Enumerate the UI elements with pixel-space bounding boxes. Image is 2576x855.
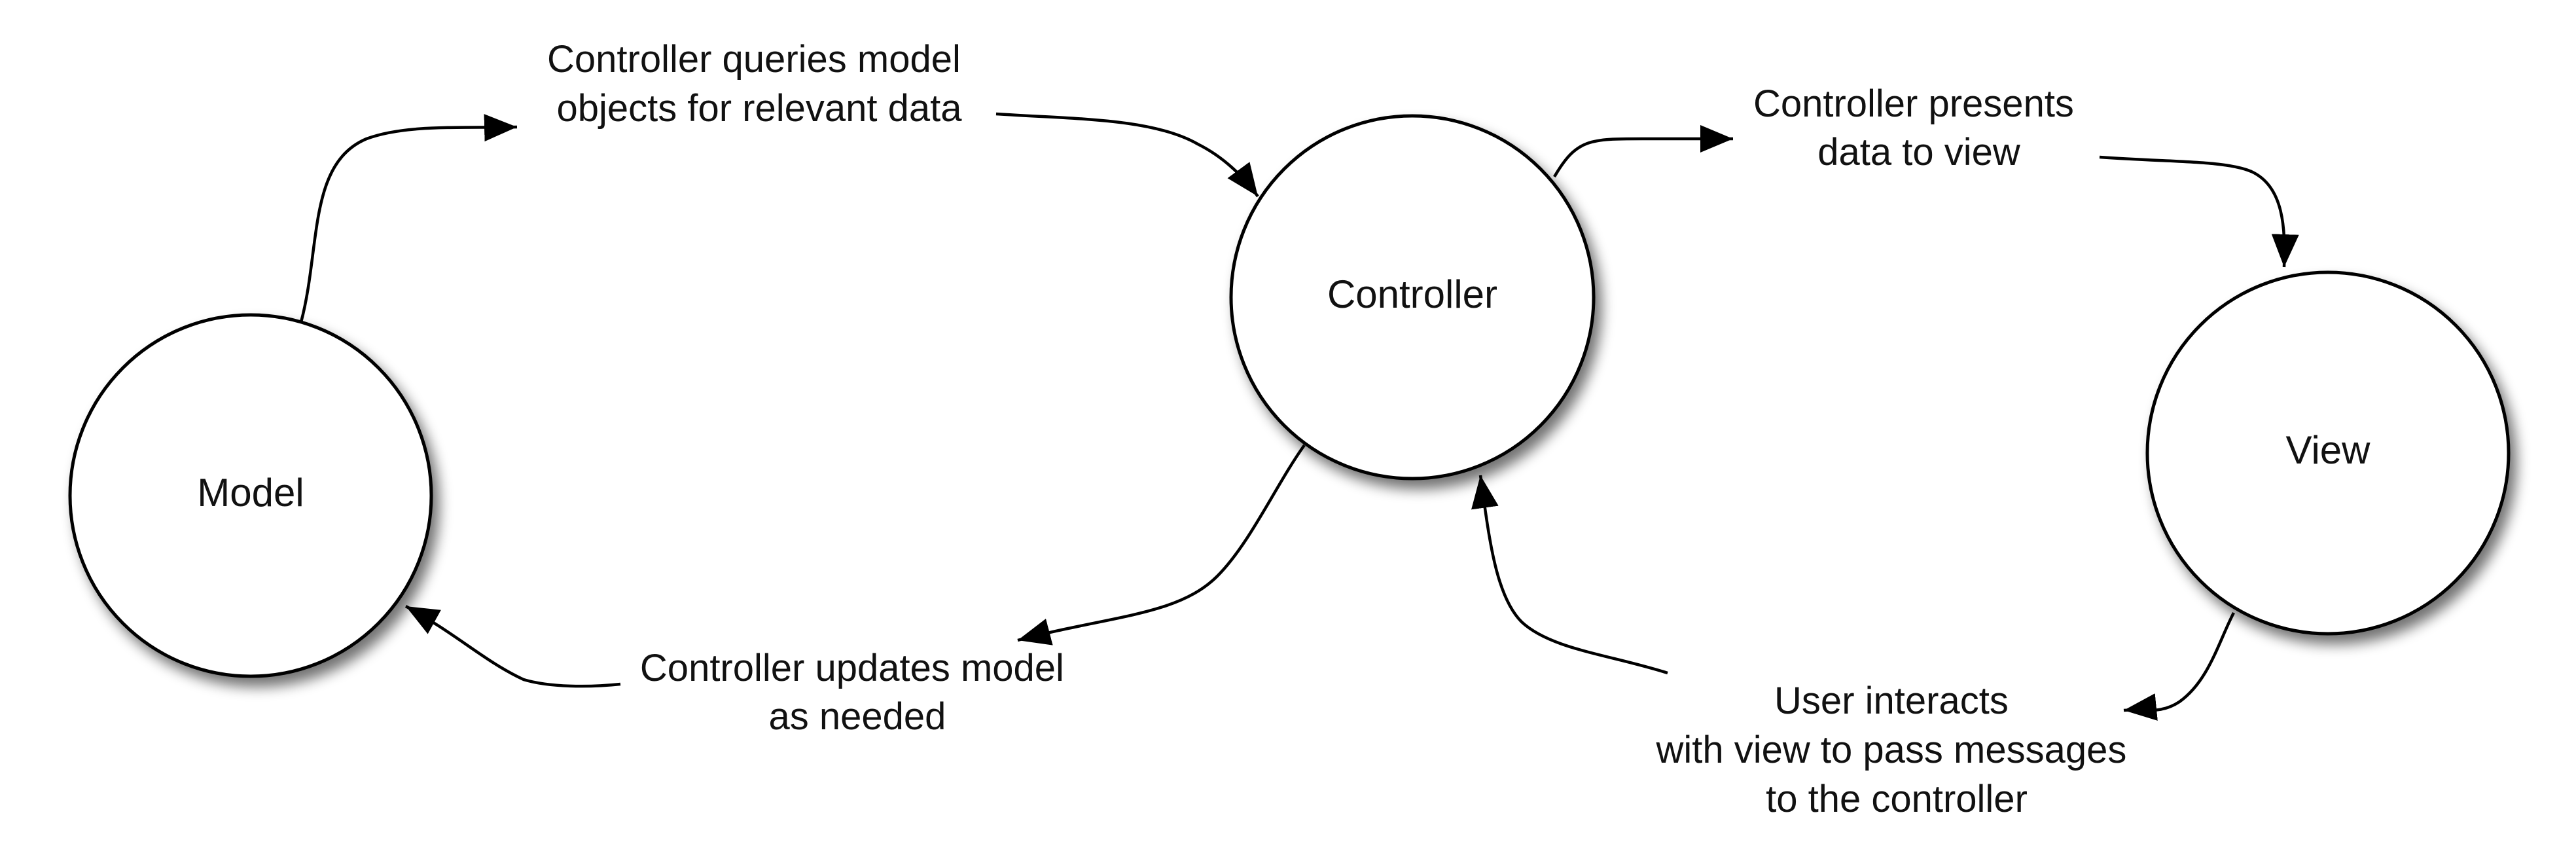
updates-label: Controller updates model as needed xyxy=(640,647,1075,738)
updates-to-model-arrow xyxy=(404,605,621,688)
queries-label-line: objects for relevant data xyxy=(556,87,962,130)
interacts-label-line: to the controller xyxy=(1766,778,2028,820)
controller-node: Controller xyxy=(1229,114,1596,481)
model-circle xyxy=(68,313,433,678)
interacts-to-controller-arrow xyxy=(1471,475,1668,675)
view-label: View xyxy=(2286,428,2371,472)
presents-label: Controller presents data to view xyxy=(1753,82,2084,173)
presents-label-line: Controller presents xyxy=(1753,82,2074,125)
updates-label-line: Controller updates model xyxy=(640,647,1064,689)
controller-to-updates-arrow xyxy=(1017,444,1306,646)
queries-label: Controller queries model objects for rel… xyxy=(547,38,971,130)
model-node: Model xyxy=(68,313,433,678)
interacts-label-line: User interacts xyxy=(1774,680,2009,722)
interacts-label-line: with view to pass messages xyxy=(1656,729,2127,771)
model-to-query-arrow xyxy=(299,114,518,323)
updates-label-line: as needed xyxy=(769,695,946,738)
view-node: View xyxy=(2145,270,2511,636)
controller-to-presents-arrow xyxy=(1553,125,1733,178)
view-to-interacts-arrow xyxy=(2123,611,2235,721)
interacts-label: User interacts with view to pass message… xyxy=(1656,680,2138,820)
queries-label-line: Controller queries model xyxy=(547,38,961,81)
presents-label-line: data to view xyxy=(1817,131,2021,173)
presents-to-view-arrow xyxy=(2099,155,2299,268)
model-label: Model xyxy=(197,471,304,515)
controller-label: Controller xyxy=(1327,272,1497,316)
view-circle xyxy=(2145,270,2511,636)
controller-circle xyxy=(1229,114,1596,481)
query-to-controller-arrow xyxy=(995,112,1259,198)
